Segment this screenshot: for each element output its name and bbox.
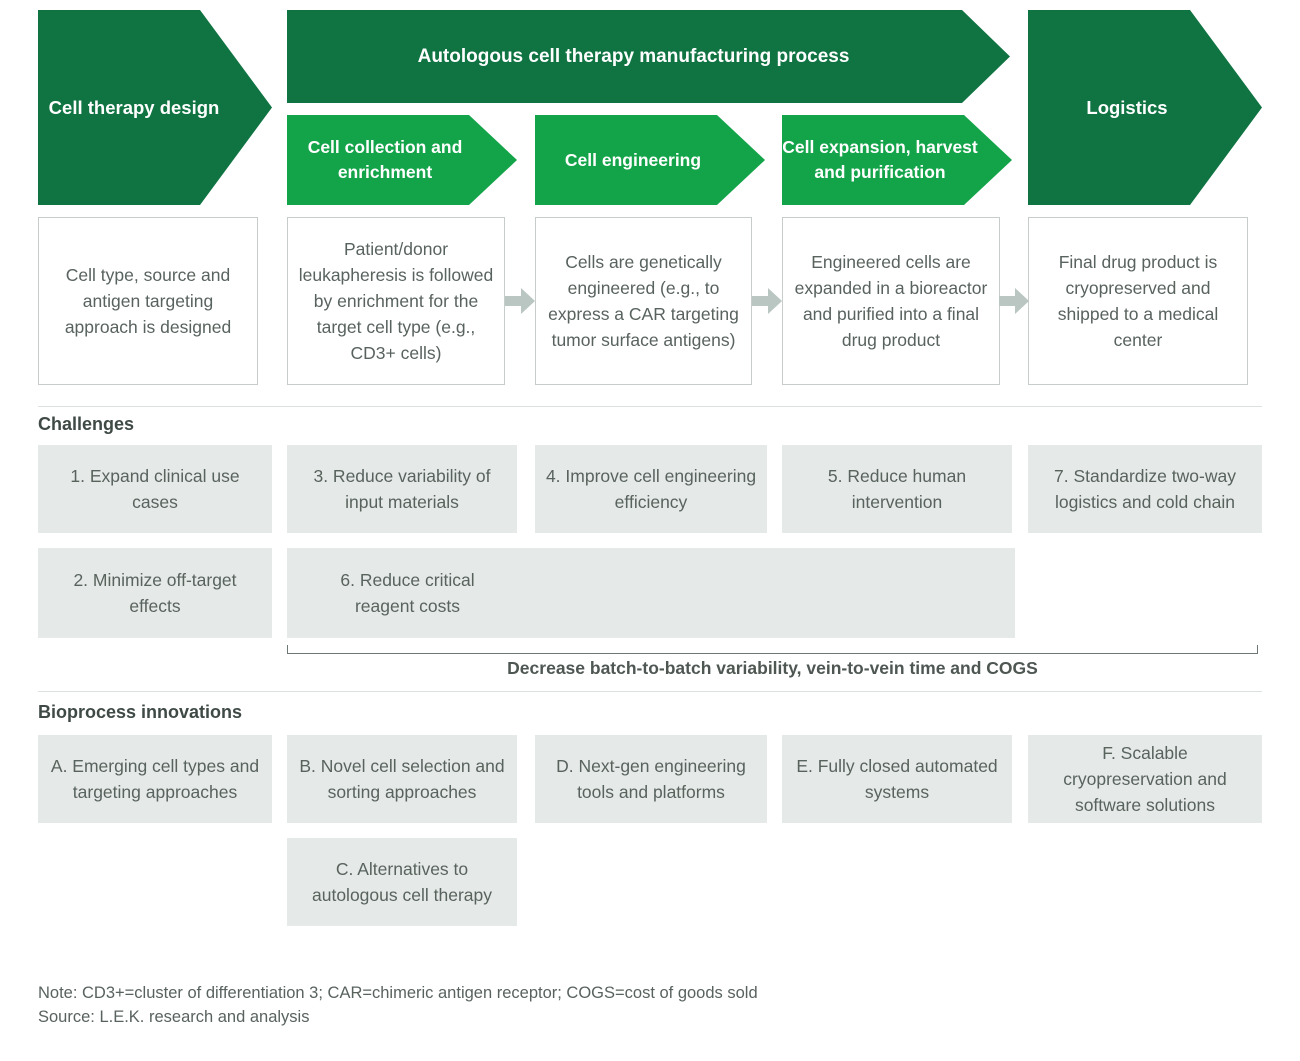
- stage-arrow-cell-engineering: Cell engineering: [535, 115, 765, 205]
- stage-arrow-cell-therapy-design: Cell therapy design: [38, 10, 272, 205]
- innovation-text: C. Alternatives to autologous cell thera…: [312, 859, 492, 905]
- stage-arrow-label: Cell therapy design: [48, 96, 220, 118]
- description-text: Patient/donor leukapheresis is followed …: [298, 239, 494, 363]
- innovation-text: B. Novel cell selection and sorting appr…: [299, 756, 505, 802]
- bracket: [287, 645, 1258, 654]
- stage-arrow-label: Cell expansion, harvest and purification: [782, 137, 978, 182]
- description-box-engineering: Cells are genetically engineered (e.g., …: [535, 217, 752, 385]
- challenge-box-3: 3. Reduce variability of input materials: [287, 445, 517, 533]
- stage-arrow-label: Cell engineering: [564, 149, 702, 170]
- stage-arrow-label: Cell collection and enrichment: [307, 137, 463, 182]
- innovation-box-d: D. Next-gen engineering tools and platfo…: [535, 735, 767, 823]
- challenge-text: 5. Reduce human intervention: [827, 466, 967, 512]
- challenge-text: 4. Improve cell engineering efficiency: [545, 466, 757, 512]
- challenge-box-2: 2. Minimize off-target effects: [38, 548, 272, 638]
- challenge-box-5: 5. Reduce human intervention: [782, 445, 1012, 533]
- source-line: Source: L.E.K. research and analysis: [38, 1008, 310, 1026]
- footer-notes: Note: CD3+=cluster of differentiation 3;…: [38, 981, 758, 1029]
- section-divider: [38, 691, 1262, 692]
- stage-arrow-label: Logistics: [1086, 96, 1168, 118]
- challenge-box-6: 6. Reduce critical reagent costs: [287, 548, 1015, 638]
- innovation-box-e: E. Fully closed automated systems: [782, 735, 1012, 823]
- challenge-text: 3. Reduce variability of input materials: [313, 466, 491, 512]
- innovation-box-a: A. Emerging cell types and targeting app…: [38, 735, 272, 823]
- innovation-box-c: C. Alternatives to autologous cell thera…: [287, 838, 517, 926]
- innovation-text: E. Fully closed automated systems: [796, 756, 998, 802]
- process-header-label: Autologous cell therapy manufacturing pr…: [417, 45, 850, 67]
- description-text: Final drug product is cryopreserved and …: [1057, 252, 1219, 350]
- innovation-box-f: F. Scalable cryopreservation and softwar…: [1028, 735, 1262, 823]
- flow-arrow-icon: [999, 288, 1029, 314]
- stage-arrow-cell-expansion: Cell expansion, harvest and purification: [782, 115, 1012, 205]
- description-text: Cell type, source and antigen targeting …: [64, 265, 232, 337]
- description-box-design: Cell type, source and antigen targeting …: [38, 217, 258, 385]
- challenge-text: 7. Standardize two-way logistics and col…: [1054, 466, 1236, 512]
- challenge-box-4: 4. Improve cell engineering efficiency: [535, 445, 767, 533]
- flow-arrow-icon: [752, 288, 782, 314]
- description-text: Engineered cells are expanded in a biore…: [794, 252, 988, 350]
- innovation-text: A. Emerging cell types and targeting app…: [50, 756, 260, 802]
- stage-arrow-cell-collection: Cell collection and enrichment: [287, 115, 517, 205]
- footnote: Note: CD3+=cluster of differentiation 3;…: [38, 984, 758, 1002]
- description-text: Cells are genetically engineered (e.g., …: [548, 252, 739, 350]
- innovation-text: D. Next-gen engineering tools and platfo…: [556, 756, 746, 802]
- flow-arrow-icon: [505, 288, 535, 314]
- challenge-box-7: 7. Standardize two-way logistics and col…: [1028, 445, 1262, 533]
- challenge-box-1: 1. Expand clinical use cases: [38, 445, 272, 533]
- challenge-text: 2. Minimize off-target effects: [73, 570, 237, 616]
- section-divider: [38, 406, 1262, 407]
- description-box-collection: Patient/donor leukapheresis is followed …: [287, 217, 505, 385]
- innovation-box-b: B. Novel cell selection and sorting appr…: [287, 735, 517, 823]
- challenge-text: 1. Expand clinical use cases: [70, 466, 240, 512]
- description-box-logistics: Final drug product is cryopreserved and …: [1028, 217, 1248, 385]
- description-box-expansion: Engineered cells are expanded in a biore…: [782, 217, 1000, 385]
- challenge-text: 6. Reduce critical reagent costs: [340, 570, 475, 616]
- process-header-arrow: Autologous cell therapy manufacturing pr…: [287, 10, 1010, 103]
- innovation-text: F. Scalable cryopreservation and softwar…: [1063, 743, 1227, 815]
- stage-arrow-logistics: Logistics: [1028, 10, 1262, 205]
- bracket-caption: Decrease batch-to-batch variability, vei…: [507, 658, 1038, 678]
- challenges-heading: Challenges: [38, 414, 135, 434]
- innovations-heading: Bioprocess innovations: [38, 702, 243, 722]
